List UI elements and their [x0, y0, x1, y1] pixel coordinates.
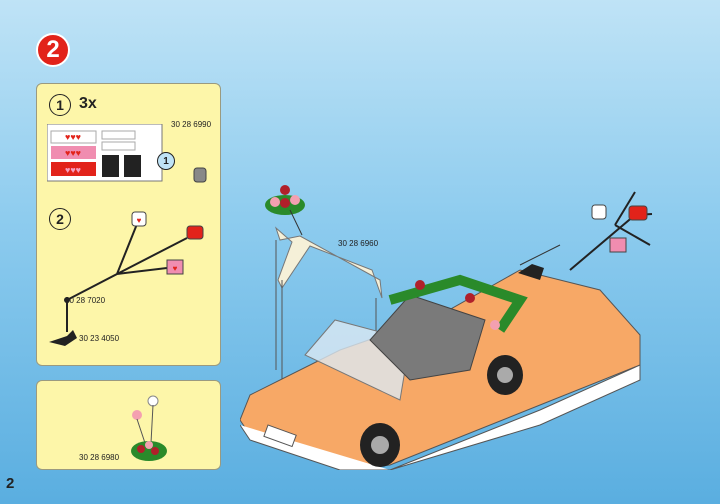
substep-2-number: 2: [49, 208, 71, 230]
sticker-sheet-illustration: ♥♥♥ ♥♥♥ ♥♥♥: [47, 124, 207, 183]
flowers-panel: 30 28 6980: [36, 380, 221, 470]
parts-panel: 1 3x 30 28 6990 ♥♥♥ ♥♥♥ ♥♥♥ 1 2 ♥ ♥ 30 2…: [36, 83, 221, 366]
part-number-6990: 30 28 6990: [171, 120, 212, 129]
flower-bouquet-illustration: [131, 395, 167, 461]
svg-text:♥♥♥: ♥♥♥: [65, 132, 81, 142]
bouquet-icon: [265, 185, 305, 215]
svg-text:♥♥♥: ♥♥♥: [65, 148, 81, 158]
step-number-badge: 2: [36, 33, 70, 67]
part-number-6980: 30 28 6980: [79, 453, 120, 462]
svg-text:♥: ♥: [173, 264, 178, 273]
car-assembly-illustration: [240, 185, 653, 470]
svg-text:♥: ♥: [137, 216, 142, 225]
page-number: 2: [6, 475, 15, 492]
svg-text:♥♥♥: ♥♥♥: [65, 165, 81, 175]
cable-with-lights-illustration: ♥ ♥: [49, 211, 204, 346]
substep-1-quantity: 3x: [79, 95, 97, 112]
part-number-4050: 30 23 4050: [79, 334, 120, 343]
substep-1-number: 1: [49, 94, 71, 116]
callout-1: 1: [157, 152, 175, 170]
part-number-6960: 30 28 6960: [338, 239, 379, 248]
part-number-7020: 30 28 7020: [65, 296, 106, 305]
